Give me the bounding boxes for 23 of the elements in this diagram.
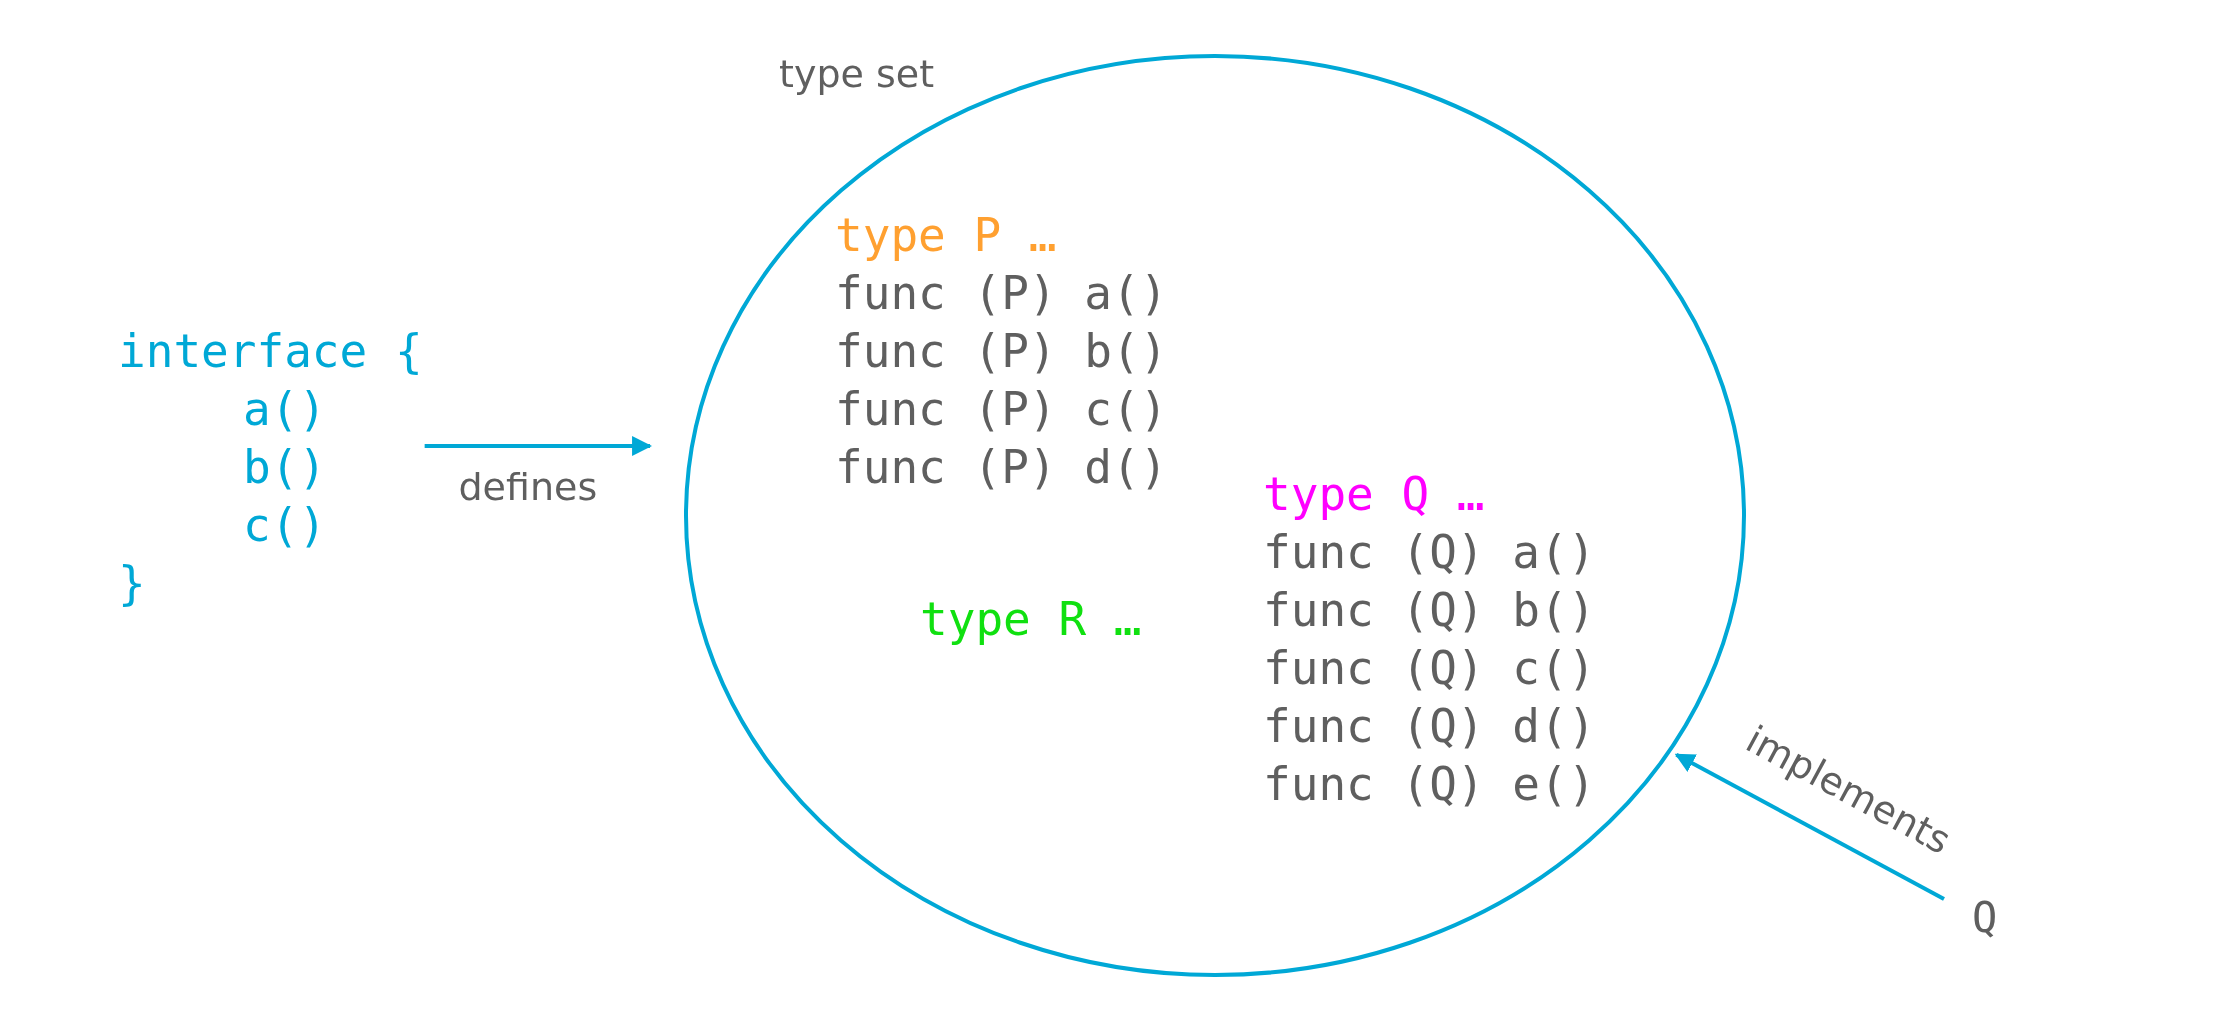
code-line: interface {: [118, 323, 423, 380]
code-line: }: [118, 555, 146, 612]
type-declaration: type Q …: [1263, 466, 1485, 523]
type-set-ellipse: [684, 54, 1746, 977]
code-line: func (P) d(): [835, 439, 1168, 496]
code-line: c(): [242, 497, 327, 554]
code-line: func (Q) a(): [1263, 524, 1596, 581]
code-line: func (Q) e(): [1263, 756, 1596, 813]
code-line: b(): [242, 439, 327, 496]
code-line: func (Q) c(): [1263, 640, 1596, 697]
set-heading: type set: [779, 52, 935, 96]
type-name: Q: [1972, 893, 1998, 942]
code-line: a(): [242, 381, 327, 438]
code-line: func (P) b(): [835, 323, 1168, 380]
type-declaration: type R …: [920, 591, 1142, 648]
code-line: func (Q) d(): [1263, 698, 1596, 755]
code-line: func (P) a(): [835, 265, 1168, 322]
arrow: [424, 436, 653, 456]
edge-label: defines: [458, 465, 598, 509]
code-line: func (P) c(): [835, 381, 1168, 438]
arrow: [1674, 752, 1945, 901]
code-line: func (Q) b(): [1263, 582, 1596, 639]
type-declaration: type P …: [835, 207, 1057, 264]
